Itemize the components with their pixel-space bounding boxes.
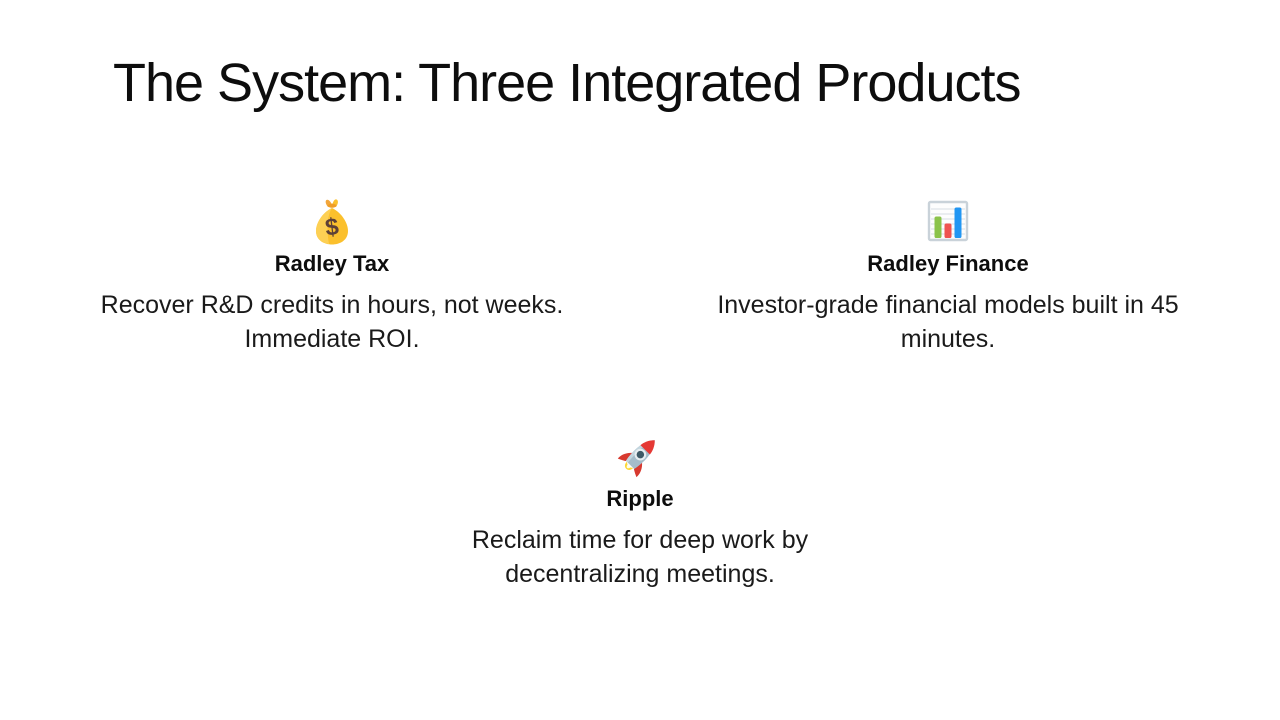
card-radley-finance: Radley Finance Investor-grade financial …: [688, 196, 1208, 356]
card-description-radley-tax: Recover R&D credits in hours, not weeks.…: [100, 291, 564, 353]
money-bag-icon: $: [306, 196, 358, 246]
cards-row-bottom: Ripple Reclaim time for deep work by dec…: [0, 431, 1280, 591]
rocket-icon: [614, 431, 666, 481]
card-title-ripple: Ripple: [606, 486, 674, 511]
card-radley-tax: $ Radley Tax Recover R&D credits in hour…: [72, 196, 592, 356]
bar-chart-icon: [922, 196, 974, 246]
slide-title: The System: Three Integrated Products: [113, 53, 1021, 113]
cards-row-top: $ Radley Tax Recover R&D credits in hour…: [0, 196, 1280, 356]
card-title-radley-finance: Radley Finance: [867, 251, 1029, 276]
svg-text:$: $: [324, 213, 341, 242]
card-description-radley-finance: Investor-grade financial models built in…: [717, 291, 1179, 353]
card-title-radley-tax: Radley Tax: [274, 251, 390, 276]
card-ripple: Ripple Reclaim time for deep work by dec…: [380, 431, 900, 591]
card-description-ripple: Reclaim time for deep work by decentrali…: [471, 526, 809, 588]
